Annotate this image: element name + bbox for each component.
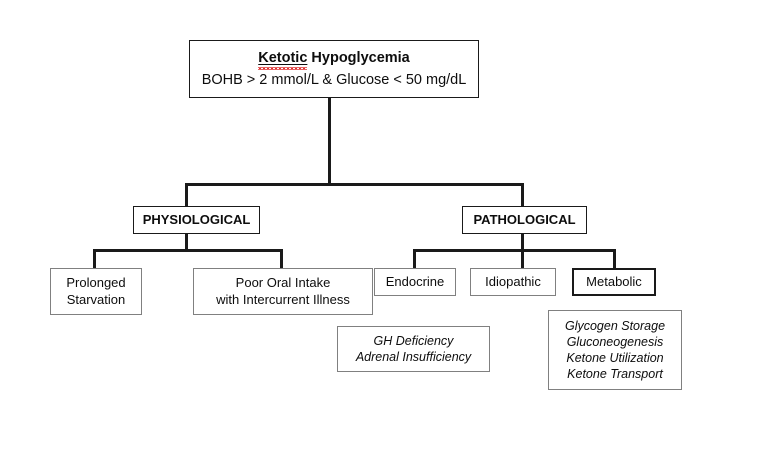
metabolic-detail-item: Ketone Utilization [566, 351, 664, 365]
node-pathological: PATHOLOGICAL [462, 206, 587, 234]
root-criteria-line: BOHB > 2 mmol/L & Glucose < 50 mg/dL [201, 71, 467, 88]
node-endocrine-details: GH Deficiency Adrenal Insufficiency [337, 326, 490, 372]
endocrine-detail-item: GH Deficiency [373, 334, 454, 348]
node-prolonged-starvation: Prolonged Starvation [50, 268, 142, 315]
connector-physiological-stem [185, 233, 188, 250]
connector-drop-endocrine [413, 249, 416, 269]
root-title-line: Ketotic Hypoglycemia [258, 49, 410, 68]
metabolic-detail-item: Ketone Transport [567, 367, 663, 381]
poor-intake-line-1: Poor Oral Intake [235, 274, 331, 290]
starvation-line-1: Prolonged [66, 274, 126, 290]
idiopathic-label: Idiopathic [485, 273, 541, 289]
connector-root-stem [328, 98, 331, 184]
physiological-label: PHYSIOLOGICAL [142, 211, 251, 227]
node-endocrine: Endocrine [374, 268, 456, 296]
metabolic-detail-item: Gluconeogenesis [566, 335, 664, 349]
starvation-line-2: Starvation [66, 291, 126, 307]
metabolic-label: Metabolic [586, 273, 642, 289]
connector-drop-metabolic [613, 249, 616, 269]
metabolic-detail-item: Glycogen Storage [564, 319, 666, 333]
node-metabolic: Metabolic [572, 268, 656, 296]
node-ketotic-hypoglycemia: Ketotic Hypoglycemia BOHB > 2 mmol/L & G… [189, 40, 479, 98]
connector-drop-idiopathic [521, 249, 524, 269]
connector-physiological-bar [93, 249, 283, 252]
connector-drop-physiological [185, 183, 188, 207]
connector-drop-poor-intake [280, 249, 283, 269]
root-title-emphasis: Ketotic [258, 49, 308, 66]
endocrine-detail-item: Adrenal Insufficiency [355, 350, 472, 364]
connector-drop-pathological [521, 183, 524, 207]
root-title-rest: Hypoglycemia [307, 49, 410, 66]
connector-pathological-stem [521, 233, 524, 250]
endocrine-label: Endocrine [385, 273, 445, 289]
connector-drop-starvation [93, 249, 96, 269]
node-idiopathic: Idiopathic [470, 268, 556, 296]
node-poor-oral-intake: Poor Oral Intake with Intercurrent Illne… [193, 268, 373, 315]
node-physiological: PHYSIOLOGICAL [133, 206, 260, 234]
poor-intake-line-2: with Intercurrent Illness [216, 291, 350, 307]
node-metabolic-details: Glycogen Storage Gluconeogenesis Ketone … [548, 310, 682, 390]
pathological-label: PATHOLOGICAL [473, 211, 576, 227]
connector-pathological-bar [413, 249, 616, 252]
connector-level1-bar [185, 183, 524, 186]
